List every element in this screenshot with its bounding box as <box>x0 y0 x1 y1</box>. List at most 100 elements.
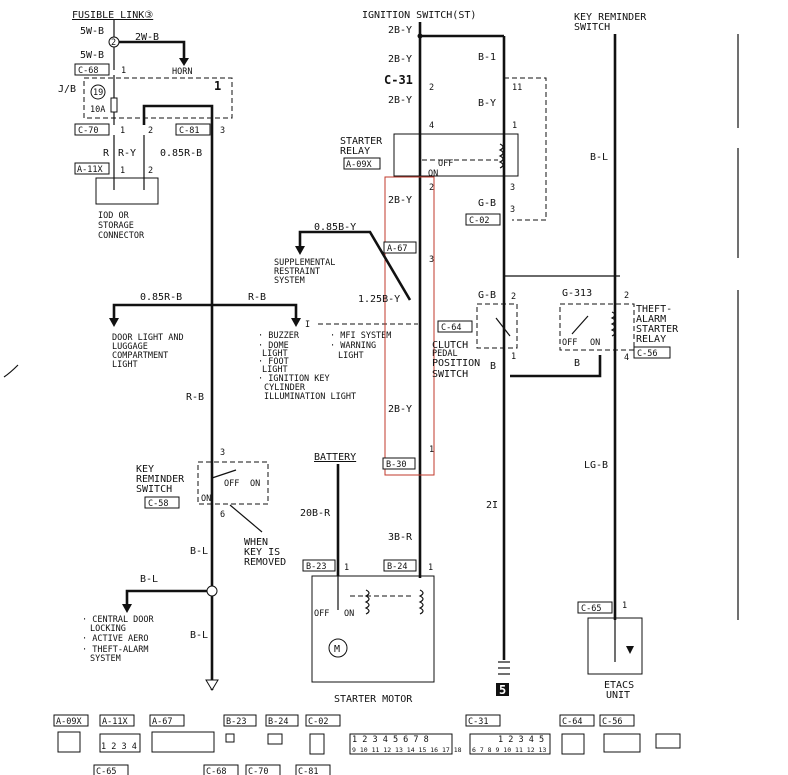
wire-r: R <box>103 148 110 159</box>
bottom-b23 <box>223 714 257 727</box>
kr-top-1: KEY REMINDER <box>574 12 647 23</box>
a11x-label: A-11X <box>77 165 103 175</box>
pin-sr11: 11 <box>512 83 522 93</box>
wire-rb-h: R-B <box>248 292 266 303</box>
pin-c65-1: 1 <box>622 601 627 611</box>
c31-label: C-31 <box>384 73 413 87</box>
wire-2by-1: 2B-Y <box>388 25 412 36</box>
clutch-3: POSITION <box>432 358 480 369</box>
connector-c65 <box>577 601 613 614</box>
wire-b-clutch: B <box>490 361 496 372</box>
wire-gb-1: G-B <box>478 198 496 209</box>
c58-label: C-58 <box>148 499 168 509</box>
connector-a09x <box>343 157 381 170</box>
horn-label: HORN <box>172 67 192 77</box>
pin-k6: 6 <box>220 510 225 520</box>
central-4: · THEFT-ALARM <box>82 645 149 655</box>
when-key-pointer <box>229 504 263 533</box>
bottom-a11x-label: A-11X <box>102 717 128 727</box>
etacs-diode <box>626 646 634 654</box>
highlight-box <box>384 176 435 476</box>
connector-c70 <box>74 123 110 136</box>
srs-arrow <box>295 246 305 255</box>
connector-c56 <box>633 346 671 359</box>
wire-lgb: LG-B <box>584 460 608 471</box>
fusible-link-title: FUSIBLE LINK③ <box>72 10 153 21</box>
wire-2wb: 2W-B <box>135 32 159 43</box>
door-light-4: LIGHT <box>112 360 138 370</box>
pin-1c: 1 <box>120 166 125 176</box>
etacs-box <box>587 617 643 675</box>
bottom-c68-label: C-68 <box>206 767 226 775</box>
buzzer-4: · FOOT <box>258 357 289 367</box>
c70-label: C-70 <box>78 126 98 136</box>
connector-b23 <box>302 559 336 572</box>
wire-bl-2: B-L <box>140 574 158 585</box>
kr-switch-blade <box>211 469 237 479</box>
mfi-3: LIGHT <box>338 351 364 361</box>
sr-off: OFF <box>438 159 453 169</box>
srs-3: SYSTEM <box>274 276 305 286</box>
pin-sr1: 1 <box>512 121 517 131</box>
key-reminder-1: KEY <box>136 464 154 475</box>
buzzer-8: ILLUMINATION LIGHT <box>264 392 356 402</box>
clutch-1: CLUTCH <box>432 340 468 351</box>
theft-2: ALARM <box>636 314 666 325</box>
theft-relay-box <box>559 303 635 351</box>
bottom-c31-row2: 6 7 8 9 10 11 12 13 <box>472 746 546 754</box>
fuse-number: 19 <box>93 88 103 98</box>
bottom-c70-label: C-70 <box>248 767 268 775</box>
clutch-4: SWITCH <box>432 369 468 380</box>
buzzer-1: · BUZZER <box>258 331 300 341</box>
buzzer-7: CYLINDER <box>264 383 306 393</box>
buzzer-3: LIGHT <box>262 349 288 359</box>
battery-label: BATTERY <box>314 452 356 463</box>
a09x-label: A-09X <box>346 160 372 170</box>
wire-3br: 3B-R <box>388 532 413 543</box>
edge-arc <box>3 364 19 378</box>
bottom-a09x-label: A-09X <box>56 717 82 727</box>
door-light-1: DOOR LIGHT AND <box>112 333 184 343</box>
wire-srs <box>298 230 412 301</box>
bottom-c31-row1: 1 2 3 4 5 <box>498 735 544 745</box>
starter-relay-box <box>393 133 519 177</box>
bottom-extra-pins <box>655 733 681 749</box>
bottom-c65-label: C-65 <box>96 767 116 775</box>
wire-5wb-2: 5W-B <box>80 50 104 61</box>
clutch-switch-box <box>476 303 518 349</box>
kr-off: OFF <box>224 479 239 489</box>
bottom-a67-pins <box>151 731 215 753</box>
wire-085rb-h: 0.85R-B <box>140 292 182 303</box>
fuse-symbol <box>110 97 118 113</box>
wire-2by-2: 2B-Y <box>388 54 412 65</box>
pin-sr2: 2 <box>429 83 434 93</box>
bottom-c81 <box>295 764 331 775</box>
right-section: KEY REMINDER SWITCH B-L G-313 2 OFF ON T… <box>559 12 739 701</box>
mfi-2: · WARNING <box>330 341 376 351</box>
central-3: · ACTIVE AERO <box>82 634 149 644</box>
pin-a67-3: 3 <box>429 255 434 265</box>
ignition-title: IGNITION SWITCH(ST) <box>362 10 476 21</box>
ignition-node <box>417 33 423 39</box>
wire-b-theft: B <box>574 358 580 369</box>
wire-20br: 20B-R <box>300 508 331 519</box>
b24-label: B-24 <box>387 562 407 572</box>
key-reminder-3: SWITCH <box>136 484 172 495</box>
bottom-c70 <box>245 764 281 775</box>
wire-2by-3: 2B-Y <box>388 95 412 106</box>
bottom-c65 <box>93 764 129 775</box>
buzzer-5: LIGHT <box>262 365 288 375</box>
bottom-c02-label: C-02 <box>308 717 328 727</box>
bottom-c31-label: C-31 <box>468 717 488 727</box>
pin-c64-1: 1 <box>511 352 516 362</box>
wire-5wb-1: 5W-B <box>80 26 104 37</box>
bottom-a09x-pins <box>57 731 81 753</box>
connector-c64 <box>437 320 473 333</box>
ground-arrow-left <box>205 679 219 691</box>
wire-bl-3: B-L <box>190 630 208 641</box>
pin-b24-1: 1 <box>428 563 433 573</box>
srs-2: RESTRAINT <box>274 267 320 277</box>
wire-rb-v: R-B <box>186 392 204 403</box>
motor-coil-2 <box>418 589 424 615</box>
